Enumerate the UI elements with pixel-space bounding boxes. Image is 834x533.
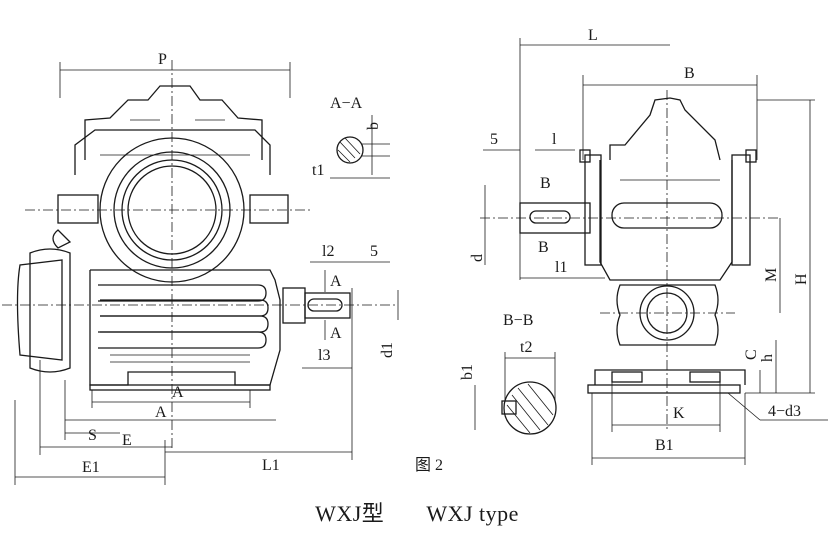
section-b-b-title: B−B	[503, 312, 533, 329]
section-mark-b-bottom: B	[538, 239, 549, 256]
section-a-a: A−A b t1	[312, 95, 390, 179]
dim-label-b: B	[684, 65, 695, 82]
dim-label-a2: A	[155, 404, 167, 421]
section-b-dim-t2: t2	[520, 339, 532, 356]
section-a-dim-b: b	[365, 122, 382, 130]
dim-label-s: S	[88, 427, 97, 444]
section-mark-a-bottom: A	[330, 325, 342, 342]
dim-label-5-left: 5	[370, 243, 378, 260]
section-mark-a-top: A	[330, 273, 342, 290]
section-a-dim-t1: t1	[312, 162, 324, 179]
section-mark-b-top: B	[540, 175, 551, 192]
dim-label-4-d3: 4−d3	[768, 403, 801, 420]
dim-label-b1: B1	[655, 437, 674, 454]
dim-label-m: M	[763, 268, 780, 282]
left-view: P	[2, 51, 399, 485]
dim-label-p: P	[158, 51, 167, 68]
dim-label-k: K	[673, 405, 685, 422]
dim-label-5-right: 5	[490, 131, 498, 148]
dim-label-c: C	[743, 349, 760, 360]
dim-label-l1-right: l1	[555, 259, 567, 276]
figure-number: 图 2	[415, 457, 443, 474]
dim-label-d: d	[469, 254, 486, 262]
dim-label-l1-left: L1	[262, 457, 280, 474]
dim-label-e: E	[122, 432, 132, 449]
dim-label-e1: E1	[82, 459, 100, 476]
dim-label-h-upper: H	[793, 273, 810, 285]
right-view: L B 5 l B B	[459, 27, 828, 465]
section-b-b: B−B t2 b1	[459, 312, 557, 435]
dim-label-l2: l2	[322, 243, 334, 260]
caption-zh: WXJ型	[315, 501, 385, 526]
caption-en: WXJ type	[426, 501, 519, 526]
figure-caption: WXJ型 WXJ type	[0, 496, 834, 528]
dim-label-d1: d1	[379, 342, 396, 358]
section-a-a-title: A−A	[330, 95, 363, 112]
section-b-dim-b1: b1	[459, 364, 476, 380]
dim-label-l: L	[588, 27, 598, 44]
dim-label-l-small: l	[552, 131, 557, 148]
dim-label-a1: A	[172, 384, 184, 401]
dim-label-l3: l3	[318, 347, 330, 364]
dim-label-h-lower: h	[759, 354, 776, 362]
